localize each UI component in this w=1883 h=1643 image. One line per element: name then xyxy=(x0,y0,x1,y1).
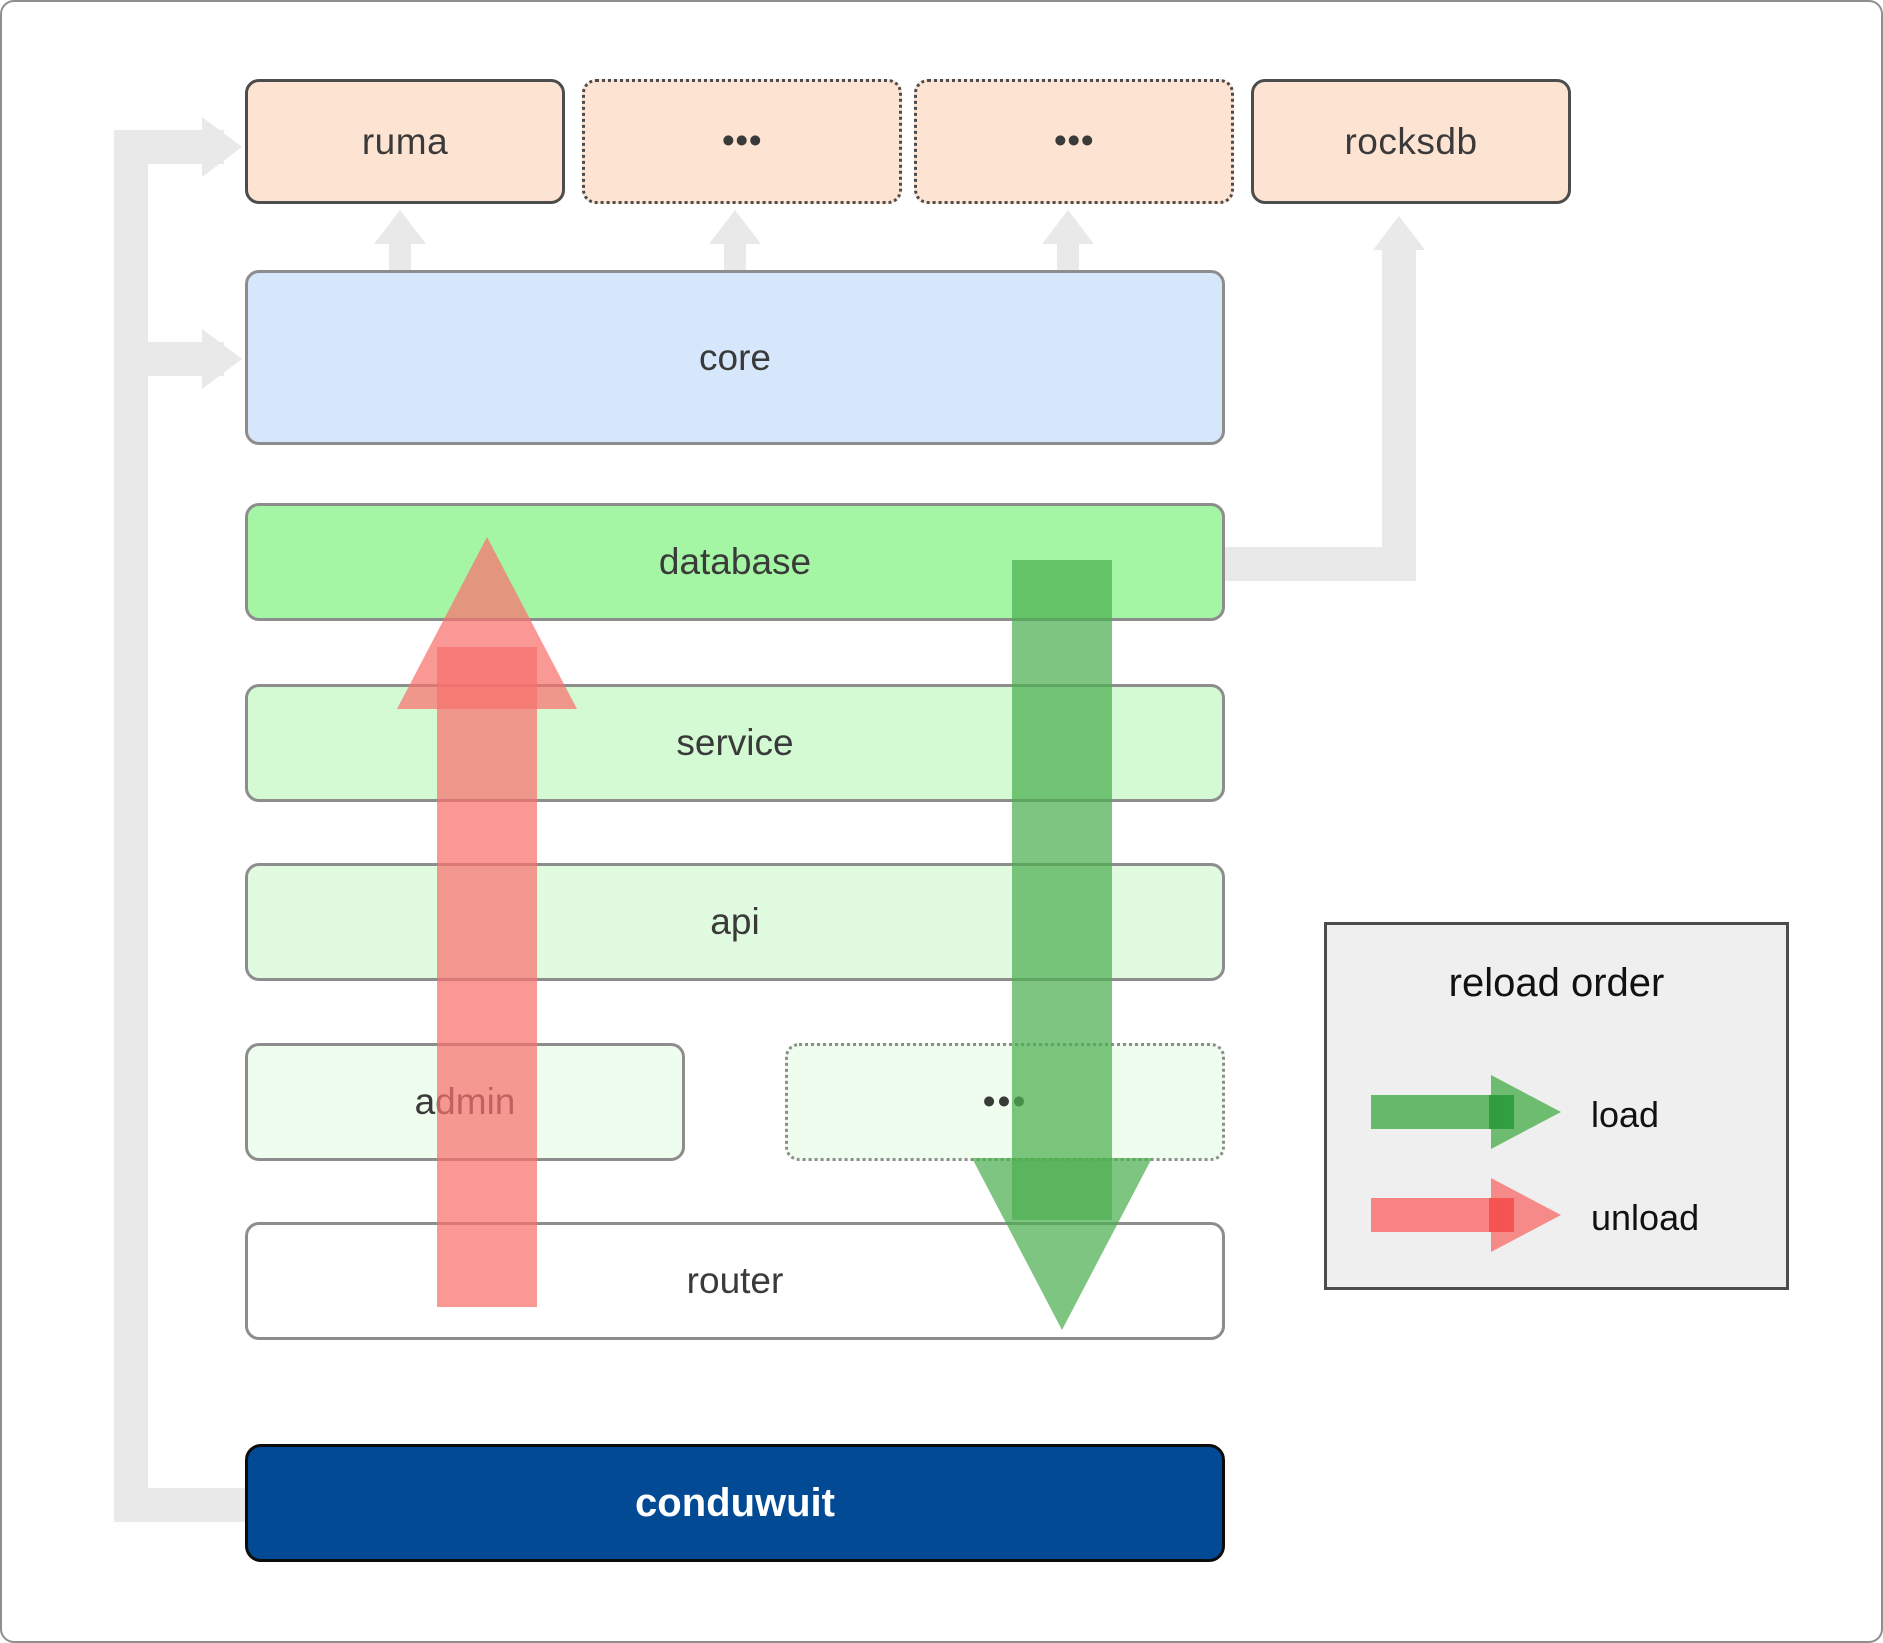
legend-panel: reload order load unload xyxy=(1324,922,1789,1290)
layer-label-database: database xyxy=(658,541,812,582)
connector-arrow-core-ruma-icon xyxy=(374,210,426,244)
connector-database-to-rocksdb-horizontal xyxy=(1224,547,1416,581)
layer-label-api: api xyxy=(710,901,760,942)
crate-box-rocksdb[interactable]: rocksdb xyxy=(1251,79,1571,204)
unload-arrow-up xyxy=(387,537,587,1307)
crate-label-ellipsis-1: ••• xyxy=(721,120,763,162)
root-label-conduwuit: conduwuit xyxy=(635,1480,835,1525)
layer-label-core: core xyxy=(699,336,771,378)
connector-arrow-core-dots2-icon xyxy=(1042,210,1094,244)
legend-row-unload: unload xyxy=(1371,1170,1699,1265)
layer-label-service: service xyxy=(676,722,794,763)
root-box-conduwuit[interactable]: conduwuit xyxy=(245,1444,1225,1562)
crate-box-ruma[interactable]: ruma xyxy=(245,79,565,204)
connector-trunk-bottom xyxy=(114,1488,254,1522)
layer-box-core[interactable]: core xyxy=(245,270,1225,445)
crate-box-ellipsis-1[interactable]: ••• xyxy=(582,79,902,204)
legend-title: reload order xyxy=(1448,961,1665,1005)
legend-load-label: load xyxy=(1591,1093,1660,1135)
connector-arrow-core-icon xyxy=(202,329,242,389)
connector-core-to-dots1-stem xyxy=(724,242,746,274)
connector-trunk-vertical xyxy=(114,130,148,1522)
layer-label-router: router xyxy=(686,1260,784,1301)
crate-label-ruma: ruma xyxy=(361,120,449,162)
legend-unload-label: unload xyxy=(1591,1196,1700,1238)
crate-label-rocksdb: rocksdb xyxy=(1344,120,1478,162)
connector-core-to-ruma-stem xyxy=(389,242,411,274)
connector-arrow-ruma-icon xyxy=(202,117,242,177)
legend-row-load: load xyxy=(1371,1067,1659,1162)
load-arrow-down xyxy=(962,560,1162,1330)
connector-arrow-rocksdb-icon xyxy=(1373,216,1425,250)
connector-arrow-core-dots1-icon xyxy=(709,210,761,244)
crate-label-ellipsis-2: ••• xyxy=(1053,120,1095,162)
crate-box-ellipsis-2[interactable]: ••• xyxy=(914,79,1234,204)
legend-load-arrow-icon xyxy=(1371,1067,1571,1162)
connector-core-to-dots2-stem xyxy=(1057,242,1079,274)
legend-unload-arrow-icon xyxy=(1371,1170,1571,1265)
connector-database-to-rocksdb-vertical xyxy=(1382,250,1416,550)
